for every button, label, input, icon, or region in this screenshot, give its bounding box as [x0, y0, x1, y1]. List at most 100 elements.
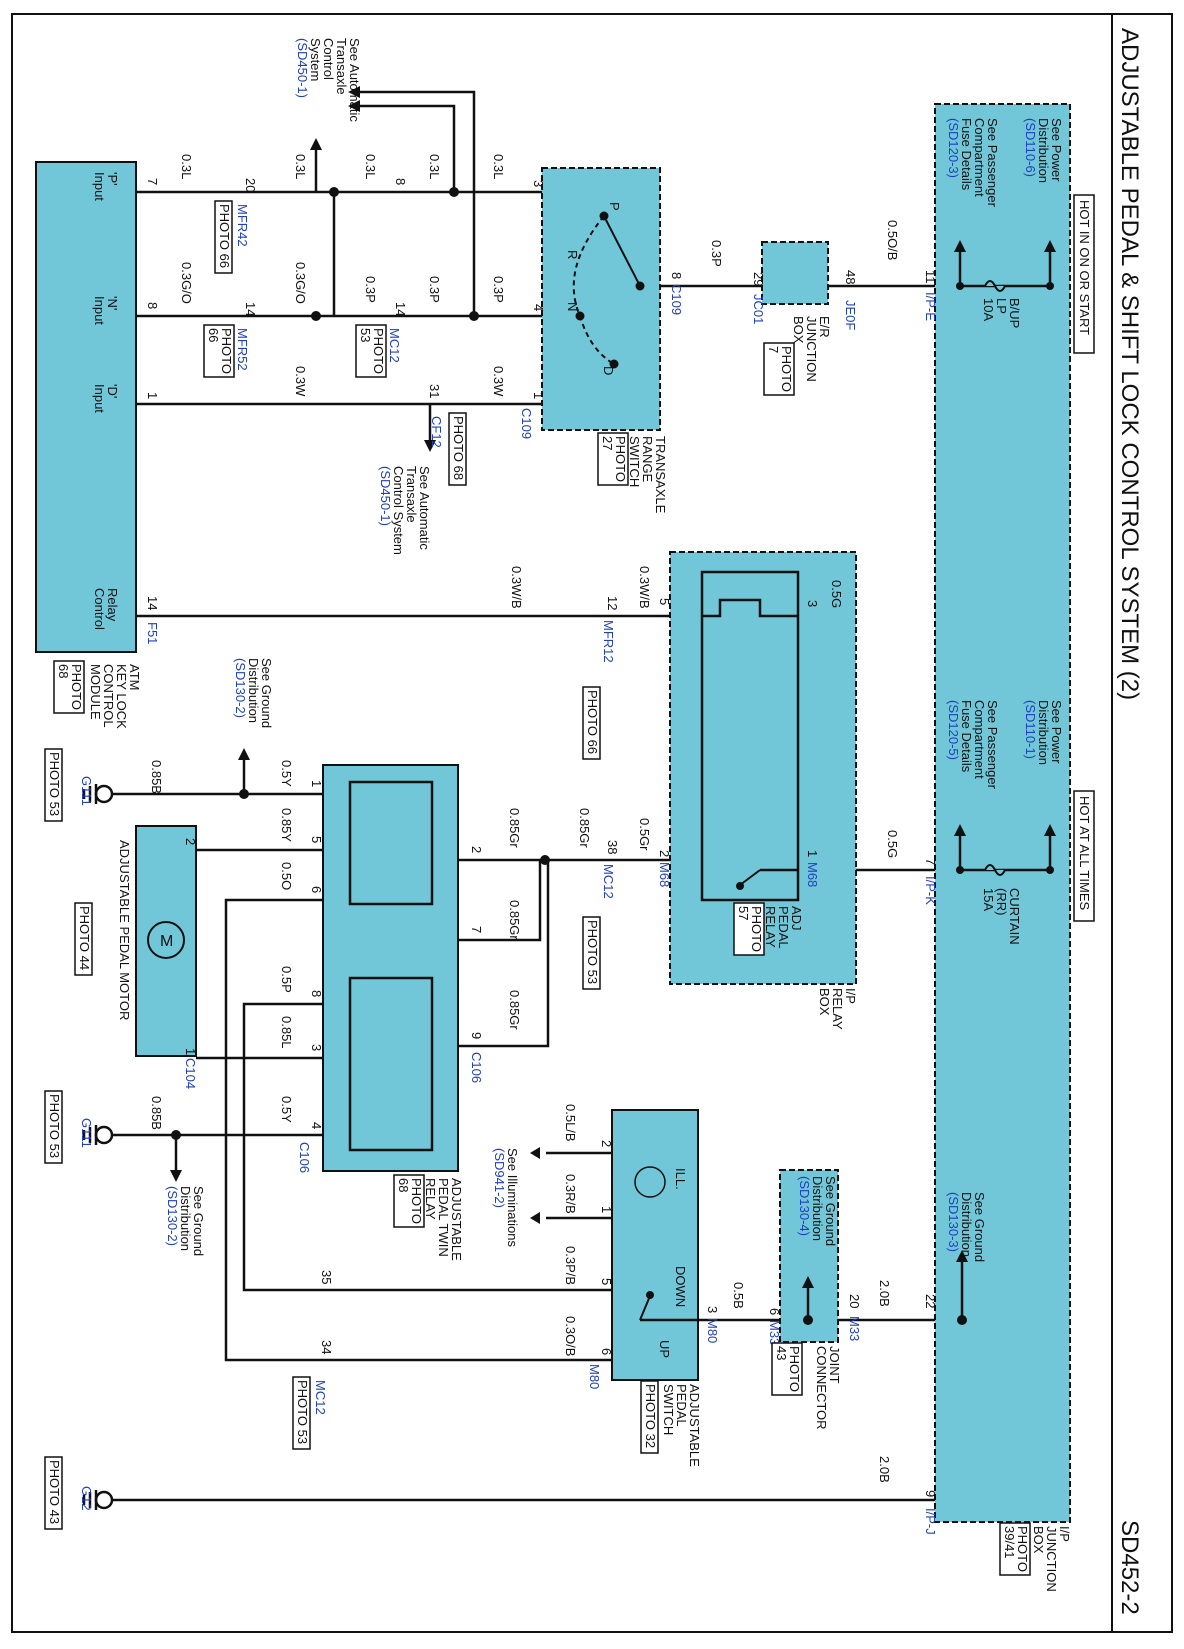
ref-link[interactable]: (SD130-2)	[233, 658, 248, 718]
connector-label: C106	[469, 1052, 484, 1083]
wire-05p	[242, 1002, 612, 1292]
connector-label: JE0F	[843, 300, 858, 330]
pin-label: 31	[427, 384, 442, 398]
n-input-label: 'N' Input	[92, 296, 120, 325]
label: See Passenger	[985, 118, 1000, 208]
wl: 0.3L	[491, 154, 506, 179]
wl: 0.5O/B	[885, 220, 900, 260]
ref-link[interactable]: (SD130-4)	[797, 1176, 812, 1236]
relaybox-pin-5: 5	[657, 598, 672, 605]
wl: 0.3W	[293, 366, 308, 397]
label: See Ground	[823, 1176, 838, 1246]
relay-control-label: Relay Control	[92, 588, 120, 630]
ref-link[interactable]: (SD120-3)	[946, 118, 961, 178]
wire-label: 0.3P	[491, 276, 506, 303]
adjustable-pedal-motor	[135, 825, 197, 1057]
pin-label: 3	[309, 1044, 324, 1051]
label: PHOTO 53	[295, 1380, 310, 1444]
tr-photo: PHOTO 27	[597, 432, 629, 486]
label: (RR)	[994, 888, 1009, 915]
pin-label: 5	[309, 836, 324, 843]
hot-on-label: HOT IN ON OR START	[1077, 200, 1092, 335]
ref-link[interactable]: (SD941-2)	[492, 1148, 507, 1208]
relaybox-pin-3: 3	[805, 600, 820, 607]
jc-name: JOINT CONNECTOR	[814, 1346, 842, 1430]
pedal-twin-relay	[322, 764, 459, 1172]
arrow-up	[310, 138, 322, 150]
wl: 0.3P	[363, 276, 378, 303]
ps-ill: ILL.	[673, 1168, 688, 1190]
wire-label: 0.3P	[363, 276, 378, 303]
connector-label: MFR12	[601, 620, 616, 663]
wire-set	[112, 90, 1052, 1502]
arrow-left	[348, 86, 360, 98]
ground-label: G111	[79, 776, 94, 806]
reference-arrows	[170, 86, 1056, 1288]
arrow-down	[424, 440, 436, 452]
wl: 0.3P	[491, 276, 506, 303]
label: ATM	[127, 664, 142, 690]
ref-link[interactable]: (SD450-1)	[295, 38, 310, 98]
label: UP	[657, 1340, 672, 1358]
wl: 0.3R/B	[563, 1174, 578, 1214]
splice	[1046, 866, 1054, 874]
label: Transaxle	[404, 466, 419, 523]
g111-a: G111	[79, 776, 94, 806]
ref-link[interactable]: (SD450-1)	[378, 466, 393, 526]
wire-label: 0.3P/B	[563, 1246, 578, 1285]
wire-label: 0.5Y	[279, 760, 294, 787]
relaybox-pin-1: 1 M68	[805, 850, 820, 887]
pin-label: 8	[145, 302, 160, 309]
p-input-label: 'P' Input	[92, 172, 120, 201]
klm-name: ATM KEY LOCK CONTROL MODULE	[88, 664, 142, 729]
label: 'N'	[105, 296, 120, 310]
klm-photo: PHOTO 68	[53, 660, 85, 714]
ref-link[interactable]: (SD110-1)	[1023, 700, 1038, 759]
pin-label: 4	[531, 304, 546, 311]
ref-link[interactable]: (SD120-5)	[946, 700, 961, 760]
label: I/P	[1057, 1526, 1072, 1542]
label: PHOTO 53	[47, 1094, 62, 1158]
jc-photo: PHOTO 43	[771, 1342, 803, 1396]
label: PHOTO	[409, 1178, 424, 1224]
tr-pin-3: 3	[531, 180, 546, 187]
wire-label: 0.85Y	[279, 808, 294, 842]
tw-pin-5: 5	[309, 836, 324, 843]
label: See Passenger	[985, 700, 1000, 790]
wire-label: 0.5O	[279, 862, 294, 890]
pin-label: 12	[605, 596, 620, 610]
label: SWITCH	[661, 1384, 676, 1435]
connector-label: C109	[669, 284, 684, 315]
mfr42-photo: PHOTO 66	[214, 200, 233, 274]
label: MODULE	[88, 664, 103, 720]
label: Input	[92, 172, 107, 201]
pin-label: 1	[805, 850, 820, 857]
ref-link[interactable]: (SD130-3)	[946, 1192, 961, 1252]
cf12-pin: 31	[427, 384, 442, 398]
er-junction-box	[761, 241, 829, 305]
arrow-up	[1044, 824, 1056, 836]
adj-relay-photo: PHOTO 57	[733, 902, 765, 956]
label-set: See Power Distribution (SD110-6) See Pas…	[44, 38, 1095, 1592]
wire-label: 0.5P	[279, 966, 294, 993]
wl: 0.5P	[279, 966, 294, 993]
wl: 0.3G/O	[179, 262, 194, 304]
pin-label: 1	[599, 1206, 614, 1213]
label: ADJUSTABLE PEDAL MOTOR	[117, 840, 132, 1020]
wl: 0.5G	[885, 830, 900, 858]
ref-link[interactable]: (SD110-6)	[1023, 118, 1038, 177]
label: See Illuminations	[505, 1148, 520, 1247]
label: CONTROL	[101, 664, 116, 728]
mc12c-label: MC12	[313, 1380, 328, 1415]
mc12b-pin: 38	[605, 840, 620, 854]
g111-b-photo: PHOTO 53	[44, 1090, 63, 1164]
pin-label: 14	[145, 596, 160, 610]
splice	[329, 187, 339, 197]
jc01-labels: 29 JC01	[751, 272, 766, 324]
c106-b: C106	[297, 1142, 312, 1173]
mc12c-pin-34: 34	[319, 1340, 334, 1354]
pin-label: 1	[183, 1048, 198, 1055]
label: B/UP	[1007, 298, 1022, 328]
ref-link[interactable]: (SD130-2)	[165, 1186, 180, 1246]
